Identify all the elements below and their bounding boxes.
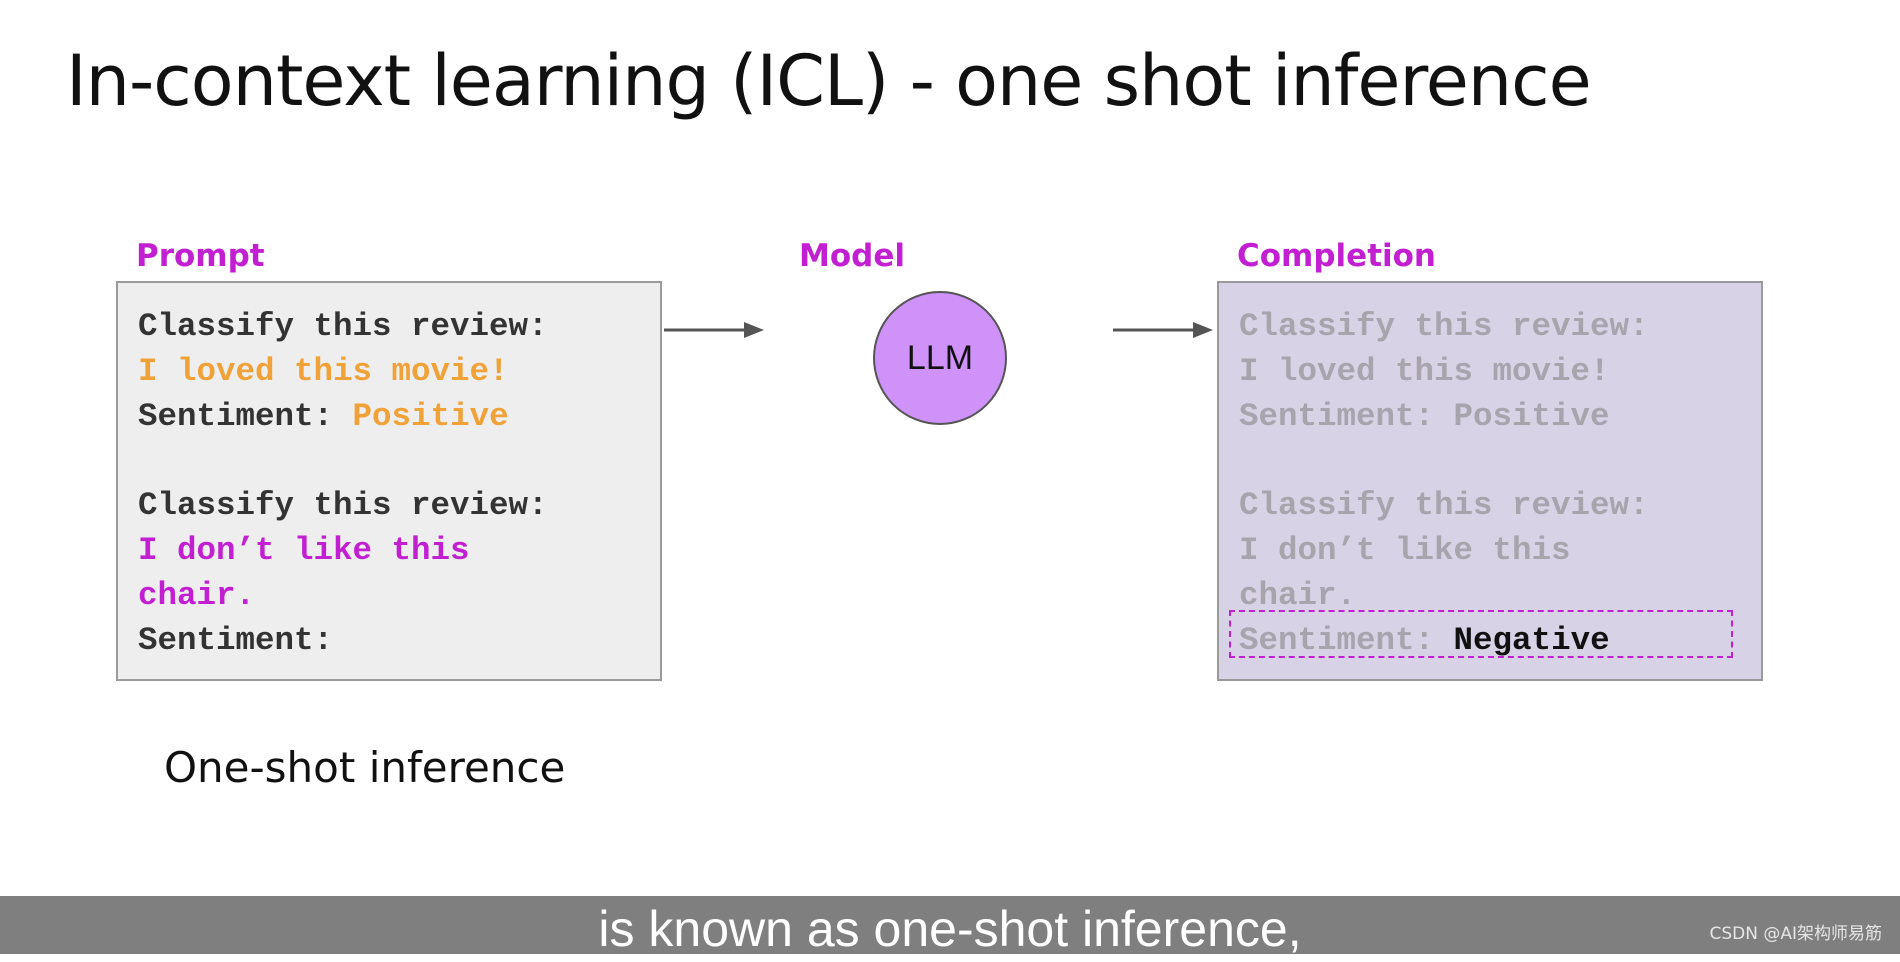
completion-sentiment-label: Sentiment:: [1239, 621, 1454, 659]
completion-example-review: I loved this movie!: [1239, 352, 1610, 390]
completion-query-instruction: Classify this review:: [1239, 487, 1649, 525]
subtitle-bar: is known as one-shot inference, CSDN @AI…: [0, 896, 1900, 957]
completion-text: Classify this review: I loved this movie…: [1239, 305, 1649, 663]
prompt-query-review-line1: I don’t like this: [138, 531, 470, 569]
prompt-box: Classify this review: I loved this movie…: [116, 281, 662, 681]
slide-caption: One-shot inference: [164, 743, 566, 792]
completion-label: Completion: [1237, 238, 1437, 274]
prompt-query-sentiment: Sentiment:: [138, 621, 334, 659]
arrow-right-icon: [664, 322, 764, 338]
completion-query-sentiment: Sentiment: Negative: [1239, 619, 1649, 664]
answer-highlight-box: [1229, 610, 1733, 658]
prompt-example-sentiment-label: Sentiment:: [138, 397, 353, 435]
prompt-example-instruction: Classify this review:: [138, 308, 548, 345]
watermark: CSDN @AI架构师易筋: [1709, 924, 1882, 944]
completion-example-instruction: Classify this review:: [1239, 308, 1649, 345]
completion-answer: Negative: [1453, 621, 1610, 659]
slide-title: In-context learning (ICL) - one shot inf…: [66, 40, 1592, 122]
prompt-label: Prompt: [136, 238, 265, 274]
prompt-text: Classify this review: I loved this movie…: [138, 305, 548, 663]
prompt-example-sentiment: Sentiment: Positive: [138, 395, 548, 440]
completion-box: Classify this review: I loved this movie…: [1217, 281, 1763, 681]
prompt-example-review: I loved this movie!: [138, 352, 509, 390]
arrow-right-icon: [1113, 322, 1213, 338]
model-label: Model: [799, 238, 905, 274]
prompt-query-review-line2: chair.: [138, 576, 256, 614]
prompt-query-instruction: Classify this review:: [138, 487, 548, 525]
llm-label: LLM: [906, 338, 974, 377]
completion-query-review-line1: I don’t like this: [1239, 531, 1571, 569]
prompt-example-sentiment-value: Positive: [352, 397, 509, 435]
completion-example-sentiment: Sentiment: Positive: [1239, 397, 1610, 435]
subtitle-text: is known as one-shot inference,: [598, 901, 1302, 957]
completion-query-review-line2: chair.: [1239, 576, 1357, 614]
llm-node: LLM: [873, 291, 1007, 425]
